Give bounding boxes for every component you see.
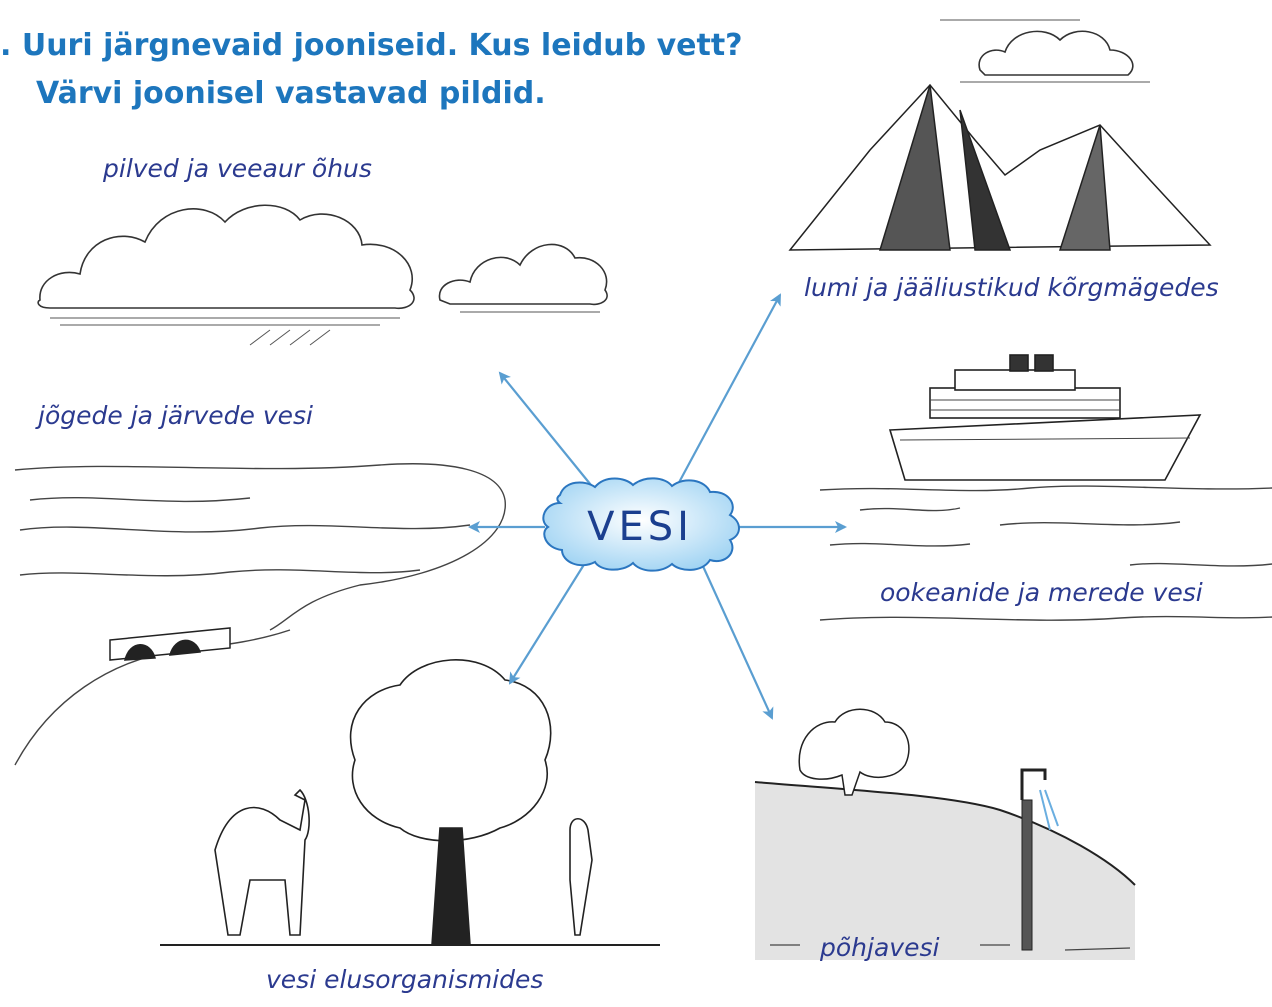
ship-drawing — [888, 354, 1202, 481]
ocean-waves — [819, 485, 1272, 621]
arrow-to-clouds — [498, 371, 596, 491]
label-ocean: ookeanide ja merede vesi — [880, 578, 1203, 607]
arrow-to-groundwater — [700, 563, 774, 720]
exercise-title: . Uuri järgnevaid jooniseid. Kus leidub … — [0, 22, 743, 118]
bridge-drawing — [109, 627, 231, 661]
arrows — [468, 293, 847, 720]
center-bubble — [542, 477, 740, 572]
label-clouds: pilved ja veeaur õhus — [103, 154, 372, 183]
label-mountains: lumi ja jääliustikud kõrgmägedes — [804, 273, 1219, 302]
title-line-2: Värvi joonisel vastavad pildid. — [36, 76, 546, 111]
organisms-drawing — [160, 659, 660, 946]
arrow-to-mountains — [675, 293, 781, 489]
label-organisms: vesi elusorganismides — [266, 965, 544, 994]
label-groundwater: põhjavesi — [820, 933, 940, 962]
center-label-vesi: VESI — [587, 504, 693, 550]
label-rivers: jõgede ja järvede vesi — [38, 401, 313, 430]
arrow-to-organisms — [508, 562, 586, 685]
title-line-1: . Uuri järgnevaid jooniseid. Kus leidub … — [0, 28, 743, 63]
groundwater-drawing — [754, 708, 1136, 1007]
mountains-drawing — [788, 83, 1212, 251]
clouds-drawing — [37, 19, 1150, 346]
